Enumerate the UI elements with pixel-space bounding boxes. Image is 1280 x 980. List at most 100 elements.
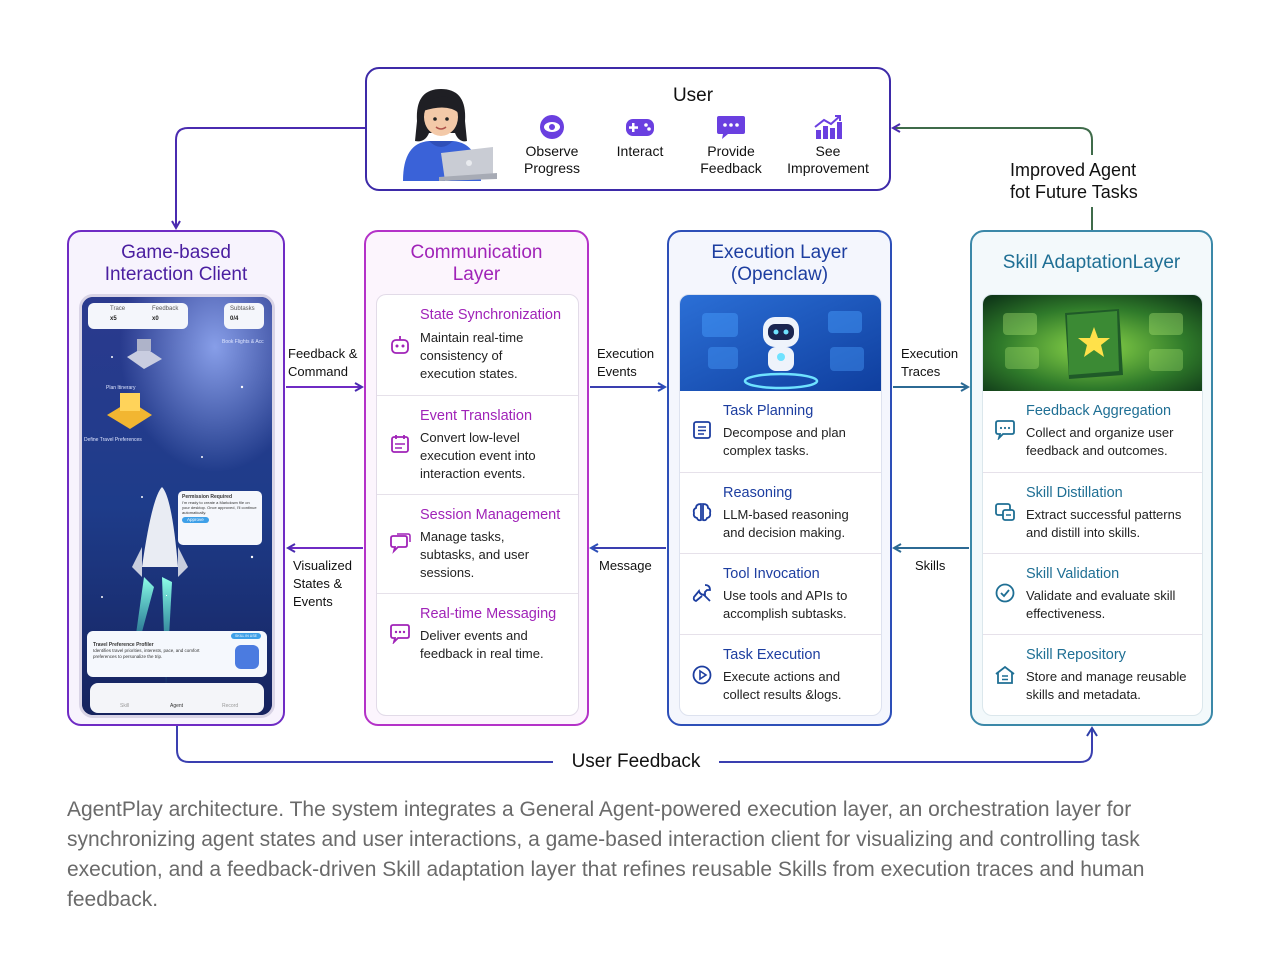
communication-sections: State Synchronization Maintain real-time… — [376, 294, 579, 716]
state-sync-title: State Synchronization — [420, 307, 562, 323]
message-label: Message — [599, 558, 652, 573]
skill-adaptation-column: Skill AdaptationLayer Feedback Aggregati… — [970, 230, 1213, 726]
skill-adaptation-title: Skill AdaptationLayer — [1002, 252, 1181, 273]
skill-repository-section: Skill Repository Store and manage reusab… — [983, 634, 1202, 715]
user-panel: User Observe Progress Interact Provide F… — [365, 67, 891, 191]
wrench-icon — [692, 584, 711, 603]
chart-up-icon — [814, 115, 842, 139]
interact-label: Interact — [616, 143, 664, 159]
reasoning-title: Reasoning — [723, 485, 793, 501]
trace-value: x5 — [110, 316, 117, 322]
skills-label: Skills — [915, 558, 946, 573]
tab-skill[interactable]: Skill — [120, 703, 130, 709]
feedback-chip-value: x0 — [152, 316, 159, 322]
feedback-command-label: Feedback & Command — [288, 346, 358, 379]
task-planning-title: Task Planning — [723, 403, 814, 419]
skill-distillation-section: Skill Distillation Extract successful pa… — [983, 472, 1202, 553]
chat-bubble-icon — [717, 116, 745, 139]
permission-card: Permission Required I'm ready to create … — [178, 491, 262, 545]
communication-layer-title: Communication Layer — [410, 242, 543, 285]
robot-hero-illustration — [680, 295, 881, 391]
message-icon — [390, 624, 410, 644]
define-preferences-label: Define Travel Preferences — [84, 437, 142, 443]
event-translation-desc: Convert low-level execution event into i… — [420, 430, 536, 481]
session-management-desc: Manage tasks, subtasks, and user session… — [420, 529, 530, 580]
wire-user-to-game — [176, 127, 365, 228]
plan-itinerary-label: Plan Itinerary — [106, 385, 136, 391]
user-feedback-label: User Feedback — [553, 750, 719, 774]
execution-sections: Task Planning Decompose and plan complex… — [679, 294, 882, 716]
tab-record[interactable]: Record — [222, 703, 239, 709]
skill-repository-title: Skill Repository — [1026, 647, 1126, 663]
provide-feedback-action: Provide Feedback — [683, 113, 779, 177]
user-avatar-illustration — [403, 89, 497, 181]
execution-layer-column: Execution Layer (Openclaw) — [667, 230, 892, 726]
reasoning-section: Reasoning LLM-based reasoning and decisi… — [680, 472, 881, 553]
observe-progress-label: Observe Progress — [523, 143, 581, 176]
skill-validation-desc: Validate and evaluate skill effectivenes… — [1026, 588, 1176, 621]
session-management-title: Session Management — [420, 507, 561, 523]
skill-distillation-desc: Extract successful patterns and distill … — [1026, 507, 1182, 540]
event-translation-section: Event Translation Convert low-level exec… — [377, 395, 578, 494]
chat-icon — [995, 420, 1015, 440]
event-translation-title: Event Translation — [420, 408, 533, 424]
game-client-column: Game-based Interaction Client — [67, 230, 285, 726]
home-icon — [995, 665, 1015, 684]
execution-layer-title: Execution Layer (Openclaw) — [711, 242, 848, 285]
chat-stack-icon — [390, 533, 411, 554]
reasoning-desc: LLM-based reasoning and decision making. — [723, 507, 849, 540]
observe-progress-action: Observe Progress — [504, 113, 600, 177]
task-execution-section: Task Execution Execute actions and colle… — [680, 634, 881, 715]
feedback-aggregation-title: Feedback Aggregation — [1026, 403, 1172, 419]
realtime-messaging-section: Real-time Messaging Deliver events and f… — [377, 593, 578, 715]
skill-in-use-badge: SKILL IN USE — [230, 633, 261, 639]
skill-sections: Feedback Aggregation Collect and organiz… — [982, 294, 1203, 716]
execution-events-label: Execution Events — [597, 346, 655, 379]
task-planning-desc: Decompose and plan complex tasks. — [723, 425, 846, 458]
phone-screenshot: Trace x5 Feedback x0 Subtasks 0/4 Book F… — [79, 294, 275, 718]
figure-caption: AgentPlay architecture. The system integ… — [67, 798, 1145, 911]
skill-repository-desc: Store and manage reusable skills and met… — [1026, 669, 1187, 702]
realtime-messaging-desc: Deliver events and feedback in real time… — [420, 628, 544, 661]
subtasks-value: 0/4 — [230, 316, 239, 322]
permission-title: Permission Required — [182, 494, 233, 500]
see-improvement-label: See Improvement — [787, 143, 869, 176]
task-planning-section: Task Planning Decompose and plan complex… — [680, 391, 881, 472]
trace-label: Trace — [110, 306, 126, 312]
tool-invocation-section: Tool Invocation Use tools and APIs to ac… — [680, 553, 881, 634]
feedback-chip-label: Feedback — [152, 306, 179, 312]
interact-action: Interact — [592, 113, 688, 160]
game-client-title: Game-based Interaction Client — [104, 242, 248, 285]
approve-button[interactable]: Approve — [182, 517, 209, 523]
tool-invocation-title: Tool Invocation — [723, 566, 820, 582]
skill-in-use-card: SKILL IN USE Travel Preference Profiler … — [87, 631, 267, 677]
list-icon — [693, 421, 711, 439]
robot-mascot-icon — [235, 645, 259, 669]
state-sync-section: State Synchronization Maintain real-time… — [377, 295, 578, 395]
gamepad-icon — [626, 119, 654, 136]
execution-traces-label: Execution Traces — [901, 346, 959, 379]
task-execution-title: Task Execution — [723, 647, 821, 663]
provide-feedback-label: Provide Feedback — [700, 143, 762, 176]
user-title: User — [672, 85, 714, 106]
permission-text: I'm ready to create a Markdown file on y… — [182, 500, 257, 515]
session-management-section: Session Management Manage tasks, subtask… — [377, 494, 578, 593]
skill-distillation-title: Skill Distillation — [1026, 485, 1123, 501]
visualized-states-label: Visualized States & Events — [293, 558, 353, 609]
profiler-title: Travel Preference Profiler — [93, 642, 154, 648]
skill-validation-title: Skill Validation — [1026, 566, 1120, 582]
subtasks-chip: Subtasks 0/4 — [224, 303, 264, 329]
state-sync-desc: Maintain real-time consistency of execut… — [420, 330, 524, 381]
communication-layer-column: Communication Layer State Synchronizatio… — [364, 230, 589, 726]
play-icon — [692, 665, 712, 685]
trace-feedback-chip: Trace x5 Feedback x0 — [88, 303, 188, 329]
bottom-tab-bar: Skill Agent Record — [90, 683, 264, 713]
subtasks-label: Subtasks — [230, 306, 255, 312]
check-circle-icon — [995, 583, 1015, 603]
distill-icon — [995, 503, 1015, 521]
feedback-aggregation-desc: Collect and organize user feedback and o… — [1026, 425, 1174, 458]
tool-invocation-desc: Use tools and APIs to accomplish subtask… — [723, 588, 848, 621]
tab-agent[interactable]: Agent — [170, 703, 184, 709]
robot-icon — [391, 336, 409, 354]
calendar-icon — [391, 435, 409, 453]
